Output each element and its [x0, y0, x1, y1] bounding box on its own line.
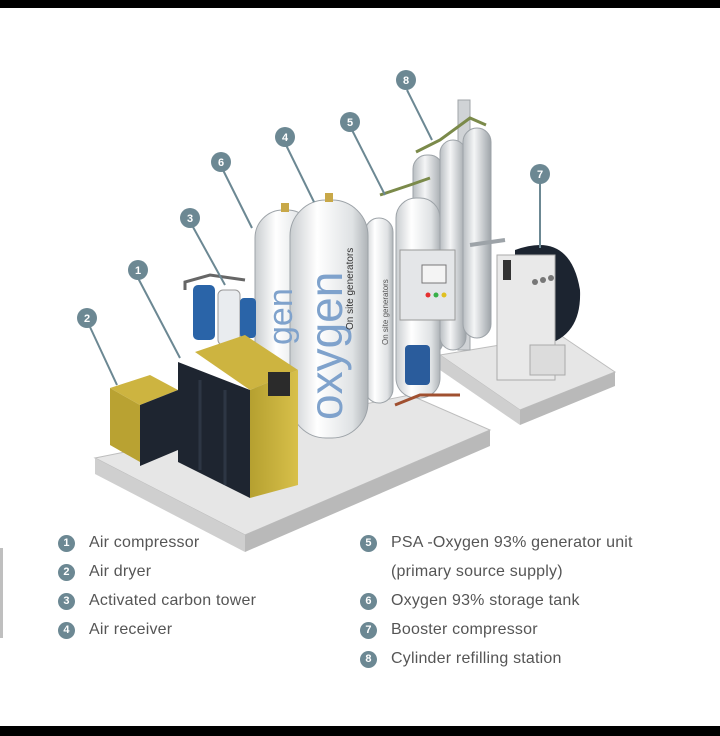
svg-text:1: 1	[135, 265, 141, 277]
legend-badge: 1	[58, 534, 75, 552]
air-dryer	[110, 375, 178, 466]
callout-3: 3	[180, 208, 200, 228]
legend-item-2: 2 Air dryer	[58, 563, 151, 581]
air-compressor	[178, 335, 298, 498]
activated-carbon-tower	[183, 273, 256, 346]
legend-item-1: 1 Air compressor	[58, 534, 199, 552]
legend-label: Oxygen 93% storage tank	[391, 592, 580, 609]
air-receiver-tank	[289, 193, 369, 439]
legend-item-5-continuation: (primary source supply)	[391, 563, 563, 580]
legend-badge: 6	[360, 592, 377, 610]
svg-text:4: 4	[282, 132, 289, 144]
legend-label: Air receiver	[89, 621, 173, 638]
large-tank-logo: oxygen	[300, 272, 352, 420]
legend-badge: 4	[58, 621, 75, 639]
legend-label: PSA -Oxygen 93% generator unit	[391, 534, 633, 551]
legend-badge: 3	[58, 592, 75, 610]
svg-text:5: 5	[347, 117, 353, 129]
callout-7: 7	[530, 164, 550, 184]
legend-label: Activated carbon tower	[89, 592, 257, 609]
top-border	[0, 0, 720, 8]
legend-item-4: 4 Air receiver	[58, 621, 172, 639]
legend-badge: 5	[360, 534, 377, 552]
legend-item-6: 6 Oxygen 93% storage tank	[360, 592, 580, 610]
legend-badge: 7	[360, 621, 377, 639]
booster-compressor	[496, 245, 581, 381]
legend-badge: 2	[58, 563, 75, 581]
bottom-border	[0, 726, 720, 736]
left-edge-mark	[0, 548, 3, 638]
callout-1: 1	[128, 260, 148, 280]
psa-tank-subtitle: On site generators	[381, 279, 390, 345]
legend-label: Cylinder refilling station	[391, 650, 562, 667]
legend-badge: 8	[360, 650, 377, 668]
callout-lines	[89, 89, 541, 386]
callout-5: 5	[340, 112, 360, 132]
svg-text:2: 2	[84, 313, 90, 325]
legend-item-8: 8 Cylinder refilling station	[360, 650, 562, 668]
legend-item-7: 7 Booster compressor	[360, 621, 538, 639]
svg-text:7: 7	[537, 169, 543, 181]
callout-8: 8	[396, 70, 416, 90]
psa-generator-unit	[364, 176, 460, 407]
svg-text:6: 6	[218, 157, 224, 169]
legend-label: Air compressor	[89, 534, 200, 551]
svg-text:8: 8	[403, 75, 409, 87]
svg-text:3: 3	[187, 213, 193, 225]
legend-label: Air dryer	[89, 563, 152, 580]
callout-4: 4	[275, 127, 295, 147]
legend-item-3: 3 Activated carbon tower	[58, 592, 256, 610]
callout-6: 6	[211, 152, 231, 172]
legend-label: Booster compressor	[391, 621, 538, 638]
large-tank-subtitle: On site generators	[345, 248, 356, 330]
legend-item-5: 5 PSA -Oxygen 93% generator unit	[360, 534, 633, 552]
callout-2: 2	[77, 308, 97, 328]
storage-tank-logo: gen	[262, 288, 300, 345]
